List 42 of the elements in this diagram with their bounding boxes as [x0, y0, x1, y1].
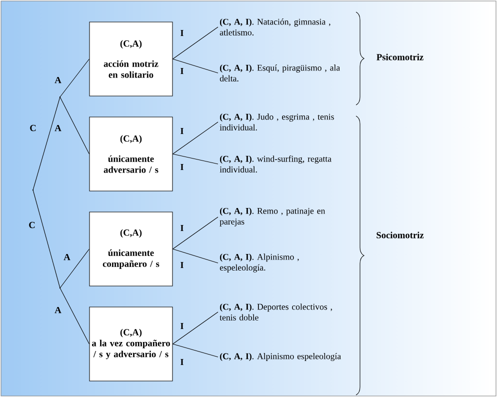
edge-label: I [180, 164, 184, 170]
sport-example-text: (C, A, I). Remo , patinaje en parejas [220, 208, 326, 226]
connector-line [60, 96, 90, 154]
edge-label: C [29, 222, 35, 228]
connector-line [60, 288, 90, 344]
edge-label: A [54, 124, 62, 132]
sport-example-text: (C, A, I). Esquí, piragüismo , ala delta. [220, 64, 340, 82]
edge-label: A [54, 306, 62, 314]
sport-example-text: (C, A, I). Deportes colectivos , tenis doble [220, 304, 332, 320]
sport-example-text: (C, A, I). Alpinismo espeleología [220, 353, 341, 362]
edge-label: I [180, 68, 184, 74]
edge-label: I [180, 128, 184, 134]
connector-line [172, 26, 218, 60]
edge-label: A [54, 76, 62, 84]
category-box: (C,A) acción motriz en solitario [89, 22, 173, 96]
connector-line [172, 58, 218, 74]
sport-example-text: (C, A, I). Alpinismo , espeleología. [220, 254, 299, 272]
connector-line [172, 154, 218, 164]
category-box: (C,A) a la vez compañero / s y adversario / s [89, 306, 173, 382]
edge-label: A [64, 254, 70, 260]
connector-line [32, 190, 60, 288]
category-box: (C,A) únicamente adversario / s [89, 116, 173, 192]
edge-label: I [180, 322, 184, 330]
connector-line [172, 122, 218, 154]
connector-line [32, 96, 60, 190]
category-box: (C,A) únicamente compañero / s [89, 212, 173, 286]
group-label: Sociomotriz [376, 232, 424, 238]
edge-label: I [180, 30, 184, 36]
edge-label: I [180, 262, 184, 268]
connector-line [172, 344, 218, 358]
connector-line [172, 216, 218, 250]
connector-line [60, 248, 90, 288]
connector-line [60, 58, 90, 98]
connector-line [172, 248, 218, 264]
edge-label: I [180, 224, 184, 232]
connector-line [172, 312, 218, 344]
sport-example-text: (C, A, I). Judo , esgrima , tenis individual. [220, 114, 334, 130]
sport-example-text: (C, A, I). wind-surfing, regatta individual. [220, 156, 332, 172]
edge-label: C [30, 124, 36, 132]
sport-example-text: (C, A, I). Natación, gimnasia , atletismo. [220, 18, 330, 36]
edge-label: I [180, 358, 184, 366]
group-label: Psicomotriz [376, 54, 424, 60]
